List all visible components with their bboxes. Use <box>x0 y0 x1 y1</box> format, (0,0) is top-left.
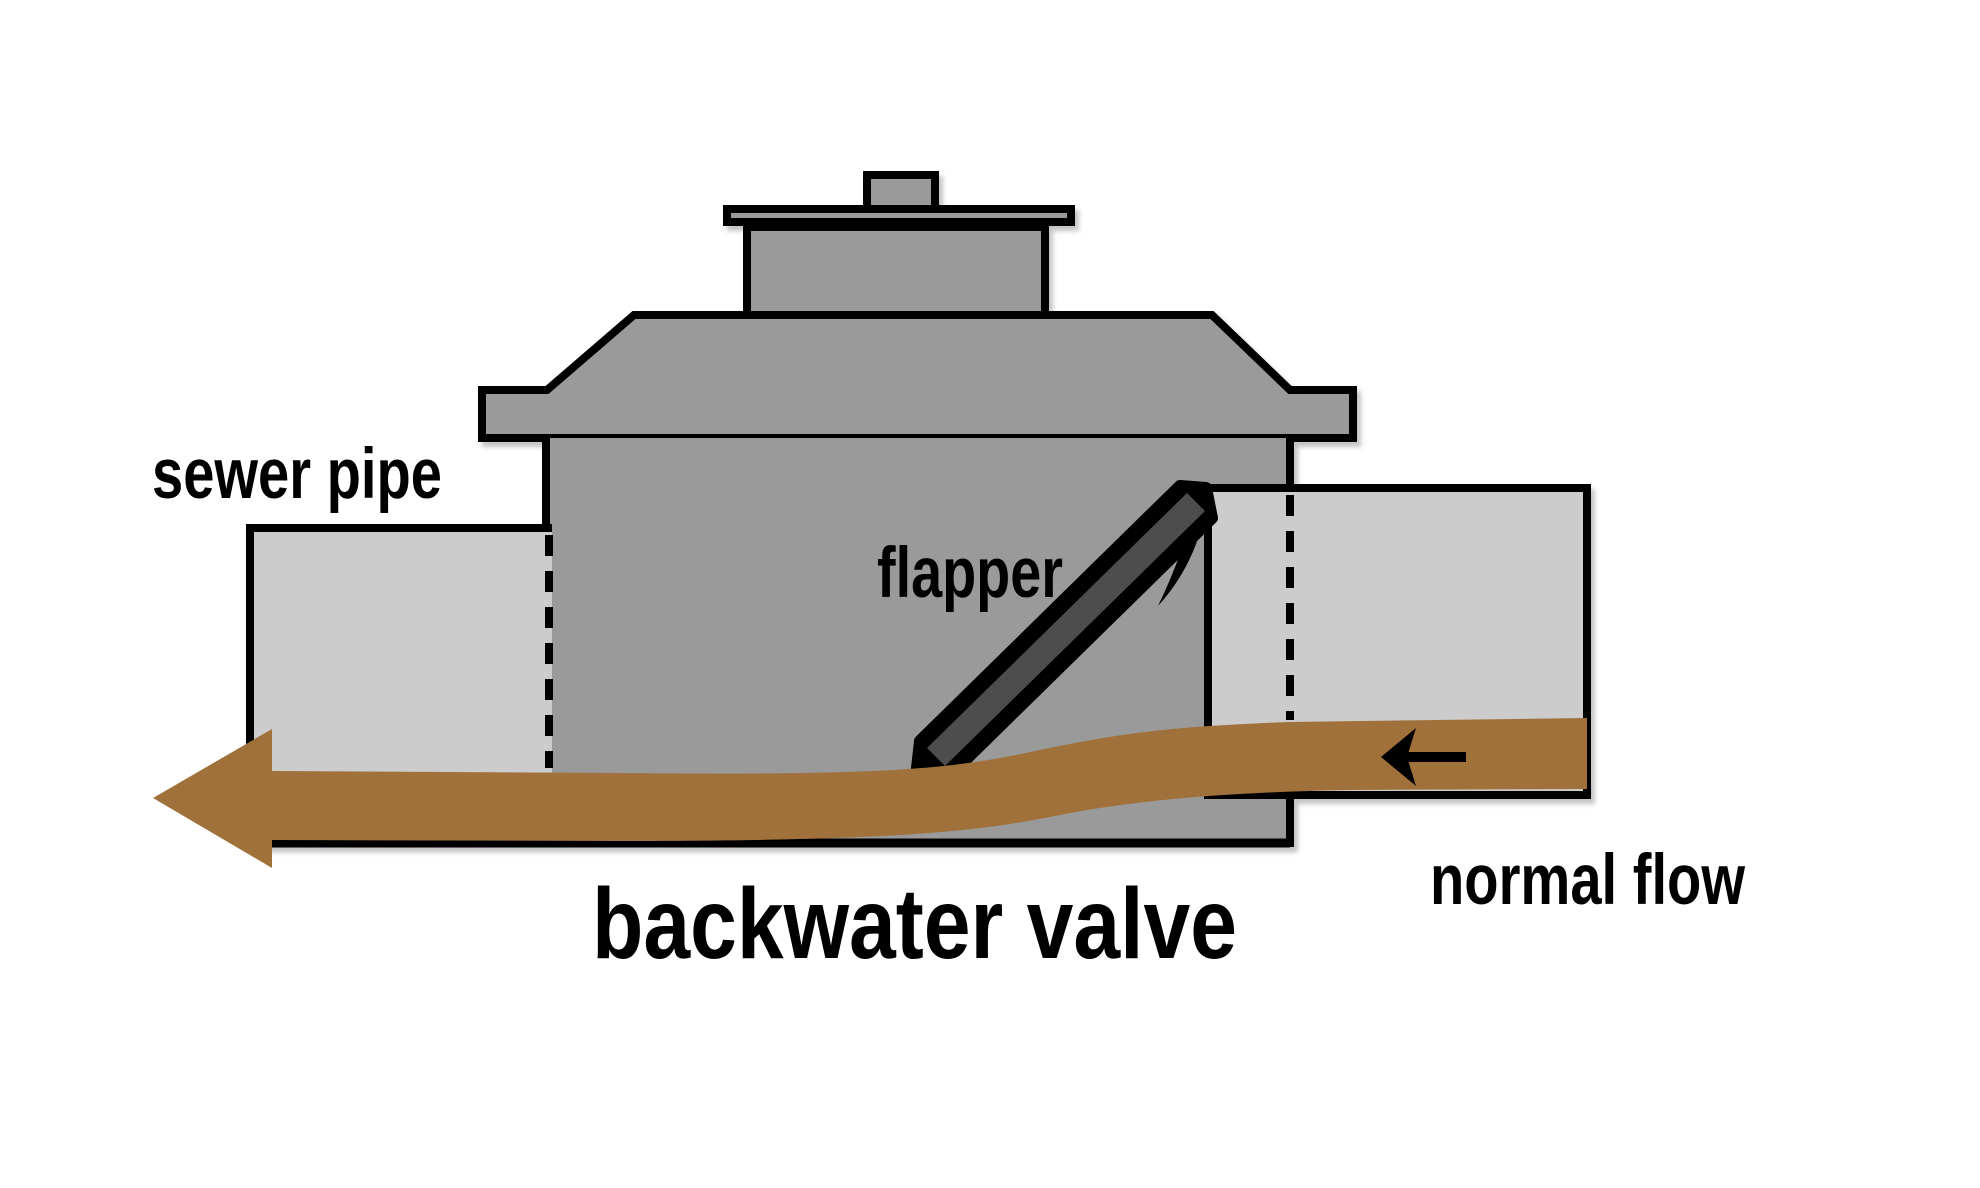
direction-arrow-head <box>1381 728 1416 786</box>
flapper-face <box>927 493 1205 766</box>
sewer-pipe-left <box>250 528 552 845</box>
valve-shoulder-flange <box>478 311 1357 442</box>
valve-body-edges <box>542 434 1294 847</box>
label-normal-flow: normal flow <box>1430 841 1746 920</box>
direction-arrow-shaft <box>1406 752 1466 762</box>
direction-arrow-icon <box>1381 728 1466 786</box>
label-flapper: flapper <box>877 534 1063 613</box>
valve-cap-lid <box>723 205 1075 226</box>
main-flow-arrow-icon <box>153 718 1587 868</box>
valve-cap-neck <box>743 223 1049 323</box>
label-backwater-valve: backwater valve <box>592 868 1237 980</box>
sewer-pipe-left-outline <box>246 524 552 843</box>
label-sewer-pipe: sewer pipe <box>152 435 442 514</box>
